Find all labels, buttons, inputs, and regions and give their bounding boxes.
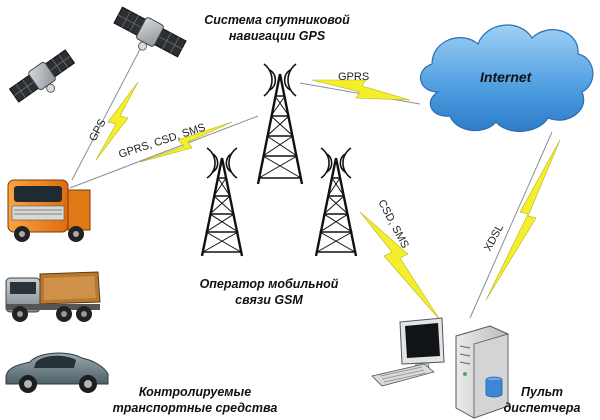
lightning-gprs-csd-sms-icon <box>139 121 233 163</box>
server-icon <box>455 325 509 419</box>
cloud-icon: Internet <box>420 24 594 132</box>
gps-system-label-line1: Система спутниковой <box>204 13 350 27</box>
satellite-icon <box>8 49 76 103</box>
internet-to-dispatcher-line <box>469 131 553 319</box>
cell-tower-icon <box>256 63 304 185</box>
lightning-gps-icon <box>95 81 139 161</box>
cell-tower-icon <box>200 147 244 257</box>
satellite-to-truck-line <box>71 29 151 181</box>
lightning-bolts <box>95 79 561 321</box>
gsm-operator-label: Оператор мобильной связи GSM <box>180 276 358 308</box>
truck-to-tower-line <box>69 115 259 189</box>
dispatcher-label: Пульт диспетчера <box>492 384 592 416</box>
satellite-icon <box>113 6 187 58</box>
vehicles-label-line2: транспортные средства <box>112 401 278 415</box>
cell-tower-icon <box>314 147 358 257</box>
link-lines <box>69 29 553 319</box>
vehicles-label: Контролируемые транспортные средства <box>100 384 290 416</box>
link-label-gps: GPS <box>87 117 109 143</box>
dump-truck-icon <box>5 271 101 322</box>
gsm-operator-label-line2: связи GSM <box>235 293 303 307</box>
car-icon <box>5 352 109 393</box>
dispatcher-label-line2: диспетчера <box>503 401 581 415</box>
gsm-operator-label-line1: Оператор мобильной <box>199 277 339 291</box>
vehicles-label-line1: Контролируемые <box>138 385 252 399</box>
gps-system-label: Система спутниковой навигации GPS <box>192 12 362 44</box>
gps-system-label-line2: навигации GPS <box>228 29 326 43</box>
link-label-gprs: GPRS <box>338 71 369 83</box>
internet-label: Internet <box>480 69 533 85</box>
keyboard-icon <box>371 363 435 387</box>
lightning-gprs-icon <box>311 79 411 101</box>
truck-icon <box>7 179 91 242</box>
dispatcher-label-line1: Пульт <box>521 385 563 399</box>
database-icon <box>485 376 503 398</box>
link-label-xdsl: XDSL <box>482 222 506 253</box>
lightning-xdsl-icon <box>485 139 561 301</box>
